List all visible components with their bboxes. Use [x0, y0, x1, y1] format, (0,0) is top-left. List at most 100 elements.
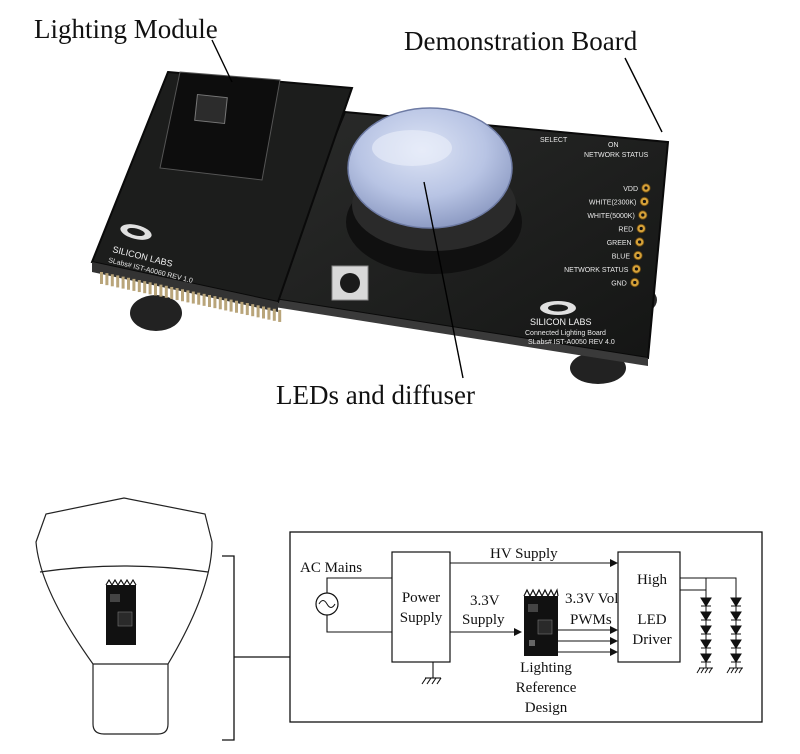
diffuser-highlight	[372, 130, 452, 166]
led-diode-icon	[700, 611, 712, 621]
arrow-head	[514, 628, 522, 636]
demo-board-photo: VDDWHITE(2300K)WHITE(5000K)REDGREENBLUEN…	[90, 39, 670, 384]
led-wire	[680, 577, 707, 598]
connector-pin	[148, 282, 152, 295]
pin-label: GND	[611, 281, 627, 288]
ground-hatch	[696, 667, 701, 674]
connector-pin	[127, 277, 130, 290]
connector-pin	[245, 303, 249, 316]
arrow-head	[610, 559, 618, 567]
led-diode-icon	[730, 653, 742, 663]
header-pin-hole	[634, 267, 639, 271]
connector-pin	[278, 309, 282, 322]
lighting-label-1: Lighting	[520, 660, 572, 676]
power-supply-label-1: Power	[402, 590, 440, 606]
connector-pin	[218, 297, 222, 310]
lighting-label-2: Reference	[516, 680, 577, 696]
block-diagram: AC Mains Power Supply HV Supply 3.3V Sup…	[35, 497, 763, 741]
connector-pin	[224, 298, 228, 311]
leader-line-board	[624, 57, 663, 133]
ground-hatch	[730, 667, 735, 674]
module-connector	[100, 272, 282, 322]
hv-supply-label: HV Supply	[490, 546, 558, 562]
connector-pin	[175, 288, 179, 301]
bulb-outline	[35, 497, 213, 665]
connector-pin	[159, 284, 163, 297]
ac-wire-bottom	[326, 615, 392, 633]
connector-pin	[267, 307, 271, 320]
system-frame	[289, 531, 763, 723]
demonstration-board-label: Demonstration Board	[404, 26, 638, 56]
supply-33-label-2: Supply	[462, 612, 505, 628]
leds-diffuser-label: LEDs and diffuser	[276, 380, 475, 410]
header-pin-hole	[642, 199, 647, 204]
connector-pin	[100, 272, 103, 284]
connector-pin	[191, 291, 195, 304]
lighting-reference-module-icon	[523, 588, 559, 656]
arrow-head	[610, 626, 618, 634]
led-diode-icon	[730, 625, 742, 635]
pin-label: NETWORK STATUS	[564, 267, 629, 274]
board-edge	[268, 298, 648, 366]
header-pin-hole	[644, 186, 648, 190]
power-supply-label-2: Supply	[400, 610, 443, 626]
on-label: ON	[608, 142, 619, 149]
board-title: Connected Lighting Board	[525, 330, 606, 337]
ground-icon	[421, 662, 442, 685]
select-label: SELECT	[540, 137, 568, 144]
header-pin-hole	[641, 213, 645, 217]
arrow-head	[610, 648, 618, 656]
ground-hatch	[738, 667, 743, 674]
connector-pin	[213, 296, 217, 309]
pwms-label: PWMs	[570, 612, 612, 628]
led-driver-block	[617, 551, 681, 663]
connector-pin	[272, 308, 276, 321]
bracket	[222, 555, 235, 741]
ground-hatch	[700, 667, 705, 674]
connector-pin	[116, 275, 120, 288]
lighting-module-label: Lighting Module	[34, 14, 218, 44]
led-diode-icon	[700, 625, 712, 635]
connector-pin	[240, 301, 244, 314]
network-status-top-label: NETWORK STATUS	[584, 152, 649, 159]
led-strings	[680, 577, 743, 674]
connector-pin	[229, 299, 233, 312]
module-logo	[120, 224, 152, 240]
connector-pin	[256, 305, 260, 318]
arrow-head	[610, 637, 618, 645]
connector-pin	[208, 295, 211, 307]
module-chip	[159, 71, 281, 181]
led-diode-icon	[700, 639, 712, 649]
module-edge	[92, 262, 278, 312]
ground-hatch	[704, 667, 709, 674]
header-pin-hole	[638, 240, 642, 244]
leader-line-module	[211, 39, 233, 83]
power-supply-block	[391, 551, 451, 663]
connector-pin	[262, 306, 265, 319]
pin-label: WHITE(2300K)	[589, 200, 636, 207]
connector-pin	[143, 281, 147, 294]
connector-pin	[181, 289, 184, 302]
connector-pin	[186, 290, 190, 303]
connector-pin	[110, 274, 114, 287]
bulb-module-icon	[105, 578, 137, 645]
board-foot	[130, 295, 182, 331]
led-diode-icon	[730, 639, 742, 649]
pin-label: VDD	[623, 186, 638, 193]
lighting-label-3: Design	[525, 700, 568, 716]
module-chip-die	[194, 93, 228, 125]
pwm-arrows	[558, 629, 614, 653]
ac-wire-top	[326, 577, 392, 593]
connector-pin	[170, 286, 174, 299]
connector-pin	[202, 293, 206, 306]
board-brand: SILICON LABS	[530, 317, 592, 327]
ground-hatch	[708, 667, 713, 674]
ground-hatch	[726, 667, 731, 674]
pin-label: GREEN	[607, 240, 632, 247]
led-diode-icon	[700, 653, 712, 663]
header-pin-hole	[636, 253, 640, 258]
leader-line-leds	[423, 181, 464, 379]
bulb-base	[92, 664, 169, 735]
connector-pin	[235, 300, 238, 313]
led-diode-icon	[730, 597, 742, 607]
